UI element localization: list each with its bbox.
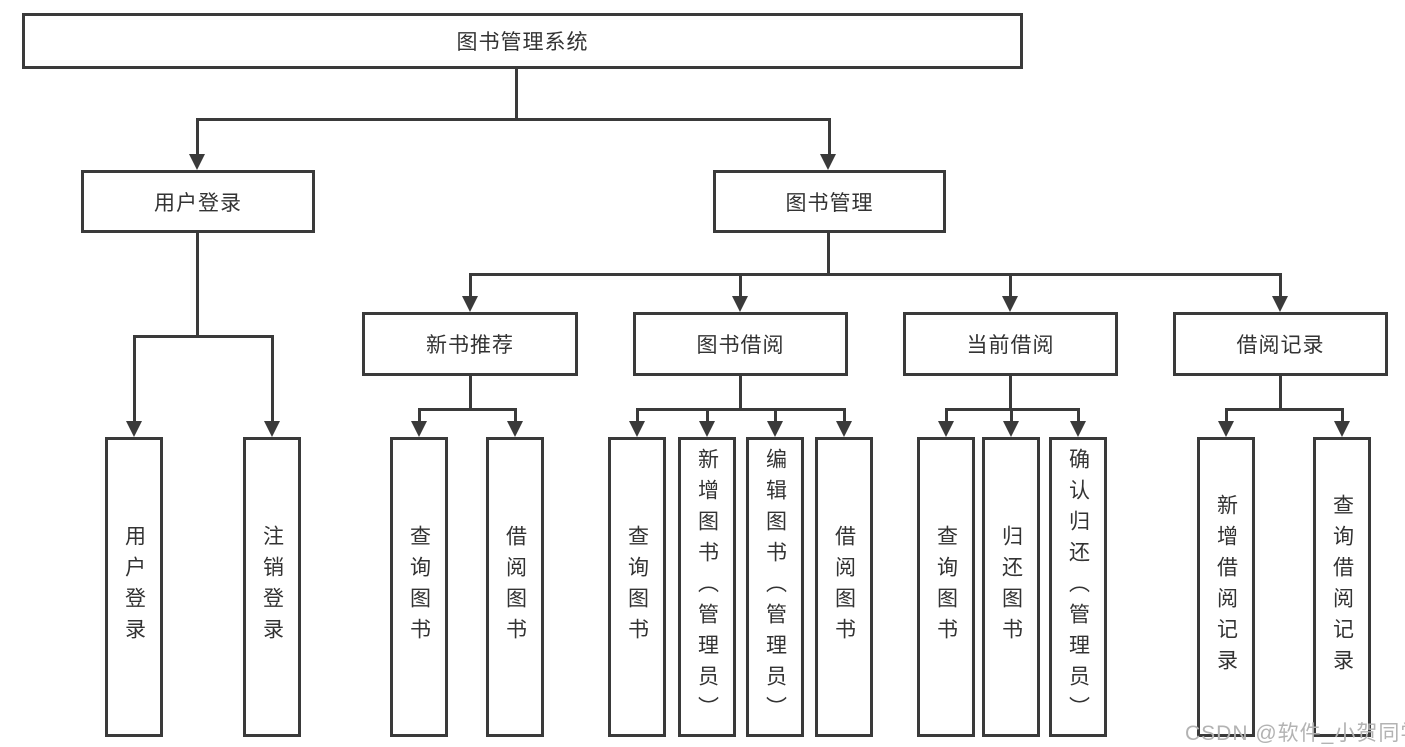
- arrowhead: [836, 421, 852, 437]
- leaf-query-books-3: 查询图书: [917, 437, 975, 737]
- arrowhead: [938, 421, 954, 437]
- arrowhead: [732, 296, 748, 312]
- arrowhead: [820, 154, 836, 170]
- leaf-borrow-books-1: 借阅图书: [486, 437, 544, 737]
- connector-root-stem: [515, 69, 518, 118]
- leaf-edit-books-admin-label: 编辑图书（管理员）: [763, 447, 787, 727]
- leaf-edit-books-admin: 编辑图书（管理员）: [746, 437, 804, 737]
- leaf-add-borrow-record: 新增借阅记录: [1197, 437, 1255, 737]
- leaf-return-books-label: 归还图书: [999, 525, 1023, 649]
- connector-g0-drop-2: [514, 408, 517, 423]
- leaf-borrow-books-1-label: 借阅图书: [503, 525, 527, 649]
- leaf-user-login-label: 用户登录: [122, 525, 146, 649]
- arrowhead: [507, 421, 523, 437]
- connector-mgmt-drop-1: [469, 273, 472, 298]
- connector-g1-stem: [739, 376, 742, 408]
- arrowhead: [189, 154, 205, 170]
- arrowhead: [1002, 296, 1018, 312]
- node-book-management-label: 图书管理: [785, 191, 874, 215]
- connector-root-bar: [196, 118, 831, 121]
- connector-mgmt-drop-2: [739, 273, 742, 298]
- connector-mgmt-bar: [469, 273, 1282, 276]
- node-new-book-recommend: 新书推荐: [362, 312, 578, 376]
- leaf-query-books-1: 查询图书: [390, 437, 448, 737]
- arrowhead: [1272, 296, 1288, 312]
- node-borrow-records-label: 借阅记录: [1236, 334, 1325, 357]
- leaf-logout: 注销登录: [243, 437, 301, 737]
- leaf-borrow-books-2: 借阅图书: [815, 437, 873, 737]
- connector-g0-drop-1: [418, 408, 421, 423]
- connector-user-stem: [196, 233, 199, 335]
- connector-mgmt-drop-3: [1009, 273, 1012, 298]
- leaf-confirm-return-admin: 确认归还（管理员）: [1049, 437, 1107, 737]
- arrowhead: [629, 421, 645, 437]
- leaf-query-books-2: 查询图书: [608, 437, 666, 737]
- node-book-borrow: 图书借阅: [633, 312, 848, 376]
- connector-g1-bar: [636, 408, 846, 411]
- arrowhead: [411, 421, 427, 437]
- node-current-borrow-label: 当前借阅: [966, 334, 1055, 357]
- connector-g1-drop-2: [706, 408, 709, 423]
- node-user-login-label: 用户登录: [154, 191, 242, 215]
- node-user-login: 用户登录: [81, 170, 315, 233]
- leaf-query-borrow-record-label: 查询借阅记录: [1330, 494, 1354, 680]
- leaf-query-books-3-label: 查询图书: [934, 525, 958, 649]
- arrowhead: [264, 421, 280, 437]
- arrowhead: [1218, 421, 1234, 437]
- leaf-add-books-admin-label: 新增图书（管理员）: [695, 447, 719, 727]
- leaf-add-borrow-record-label: 新增借阅记录: [1214, 494, 1238, 680]
- leaf-query-books-2-label: 查询图书: [625, 525, 649, 649]
- leaf-query-books-1-label: 查询图书: [407, 525, 431, 649]
- connector-g0-stem: [469, 376, 472, 408]
- connector-g3-drop-2: [1341, 408, 1344, 423]
- connector-root-drop-left: [196, 118, 199, 156]
- arrowhead: [462, 296, 478, 312]
- connector-user-drop-1: [133, 335, 136, 423]
- connector-g3-drop-1: [1225, 408, 1228, 423]
- node-current-borrow: 当前借阅: [903, 312, 1118, 376]
- connector-g1-drop-3: [774, 408, 777, 423]
- arrowhead: [1003, 421, 1019, 437]
- leaf-logout-label: 注销登录: [260, 525, 284, 649]
- node-new-book-recommend-label: 新书推荐: [426, 334, 514, 357]
- connector-g1-drop-4: [843, 408, 846, 423]
- connector-g2-drop-2: [1010, 408, 1013, 423]
- connector-g2-stem: [1009, 376, 1012, 408]
- connector-mgmt-drop-4: [1279, 273, 1282, 298]
- node-root-label: 图书管理系统: [456, 31, 589, 54]
- leaf-user-login: 用户登录: [105, 437, 163, 737]
- connector-g3-bar: [1225, 408, 1344, 411]
- leaf-add-books-admin: 新增图书（管理员）: [678, 437, 736, 737]
- arrowhead: [1070, 421, 1086, 437]
- arrowhead: [767, 421, 783, 437]
- node-book-management: 图书管理: [713, 170, 946, 233]
- leaf-query-borrow-record: 查询借阅记录: [1313, 437, 1371, 737]
- connector-g0-bar: [418, 408, 516, 411]
- connector-user-drop-2: [271, 335, 274, 423]
- connector-g2-drop-1: [945, 408, 948, 423]
- arrowhead: [126, 421, 142, 437]
- leaf-borrow-books-2-label: 借阅图书: [832, 525, 856, 649]
- connector-mgmt-stem: [827, 233, 830, 273]
- arrowhead: [699, 421, 715, 437]
- node-borrow-records: 借阅记录: [1173, 312, 1388, 376]
- connector-g3-stem: [1279, 376, 1282, 408]
- node-root: 图书管理系统: [22, 13, 1023, 69]
- connector-g1-drop-1: [636, 408, 639, 423]
- leaf-return-books: 归还图书: [982, 437, 1040, 737]
- connector-g2-drop-3: [1077, 408, 1080, 423]
- arrowhead: [1334, 421, 1350, 437]
- connector-root-drop-right: [828, 118, 831, 156]
- leaf-confirm-return-admin-label: 确认归还（管理员）: [1066, 447, 1090, 727]
- csdn-watermark: CSDN @软件_小贺同学: [1185, 722, 1405, 745]
- connector-user-bar: [133, 335, 274, 338]
- node-book-borrow-label: 图书借阅: [696, 334, 785, 357]
